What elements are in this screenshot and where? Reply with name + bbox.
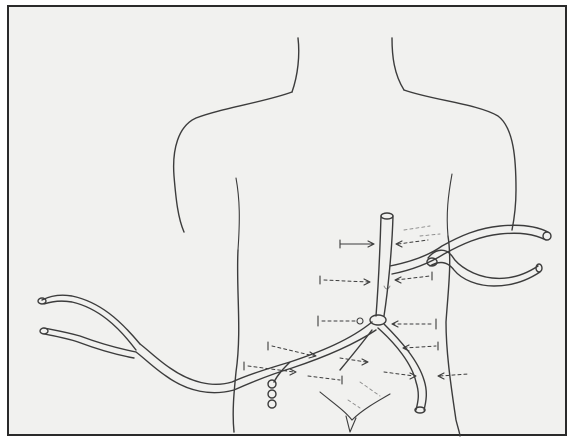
arrow-right-3 — [392, 319, 436, 329]
right-lower-bell — [536, 264, 542, 272]
arrow-right-5 — [384, 372, 468, 379]
right-tube-upper — [390, 225, 548, 266]
lower-branch — [340, 330, 372, 370]
arrow-center-lower — [308, 358, 368, 384]
right-shoulder-arm — [404, 90, 516, 230]
port-connector-2 — [268, 390, 276, 398]
right-tube-lower — [392, 233, 546, 274]
navel — [384, 286, 390, 289]
main-tube-top-cap — [381, 213, 393, 219]
neck-left-line — [292, 38, 299, 92]
port-connector-1 — [268, 380, 276, 388]
left-y-lower-arm — [44, 328, 136, 352]
arrow-left-2 — [320, 276, 370, 285]
arrow-right-2 — [395, 272, 432, 283]
groin-left — [320, 392, 352, 420]
left-lower-bell — [40, 328, 48, 334]
left-shoulder-arm — [174, 92, 292, 232]
leg-tube-outer — [384, 324, 426, 410]
right-flank — [446, 236, 460, 436]
left-tube-upper — [140, 322, 372, 384]
arrow-left-3 — [318, 316, 363, 326]
arrow-right-4 — [403, 342, 438, 351]
port-connector-3 — [268, 400, 276, 408]
catheter-tubing — [38, 213, 551, 413]
neck-right-line — [392, 38, 404, 90]
left-armpit-line — [236, 178, 239, 250]
left-flank — [233, 250, 239, 432]
main-tube-left-wall — [376, 216, 381, 316]
right-upper-bell — [543, 232, 551, 240]
torso-outline — [174, 38, 516, 436]
right-armpit-line — [447, 174, 452, 236]
left-y-lower-arm-inner — [44, 334, 134, 358]
pressure-arrows — [244, 234, 468, 384]
left-upper-bell — [38, 298, 46, 304]
sketch-marks — [348, 226, 430, 408]
arrow-right-1 — [396, 234, 440, 247]
arrow-left-1 — [340, 240, 374, 248]
left-tube-lower — [136, 330, 376, 393]
